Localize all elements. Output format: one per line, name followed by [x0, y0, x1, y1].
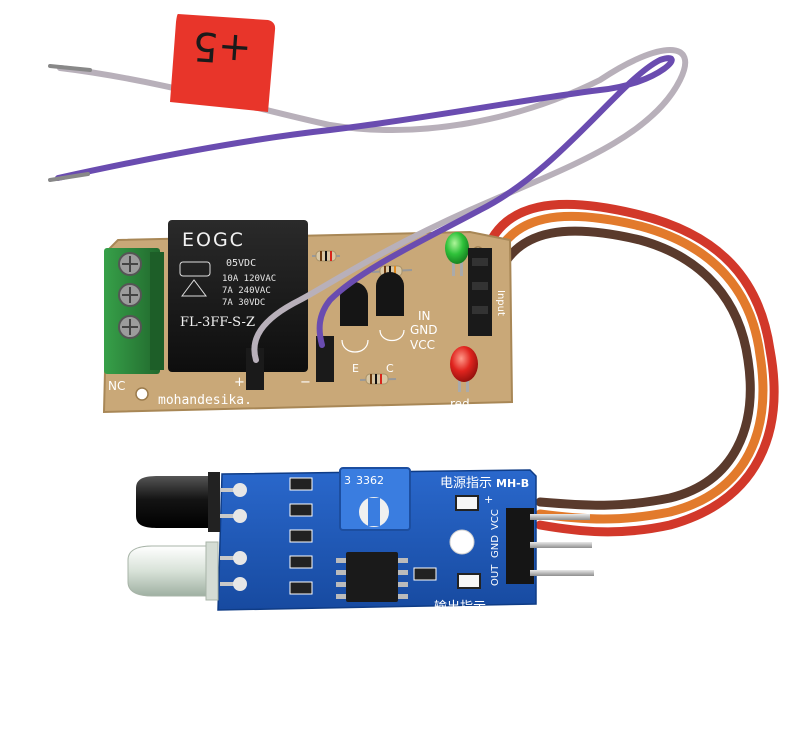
mounting-hole — [135, 387, 149, 401]
wire-red — [479, 199, 779, 537]
screw-terminal — [118, 315, 142, 339]
relay-component: EOGC 05VDC 10A 120VAC 7A 240VAC 7A 30VDC… — [168, 220, 308, 372]
relay-rating-2: 7A 240VAC — [222, 286, 271, 296]
loose-wires — [48, 47, 689, 363]
relay-brand: EOGC — [182, 229, 245, 251]
relay-model: FL-3FF-S-Z — [180, 315, 255, 330]
ir-receiver — [136, 472, 220, 532]
c-label: C — [386, 362, 394, 375]
relay-module: EOGC 05VDC 10A 120VAC 7A 240VAC 7A 30VDC… — [102, 220, 514, 414]
green-led — [445, 232, 469, 276]
ir-sensor-module: 3 3362 电源指示 输出指示 MH-B VCC GND OUT + — [127, 467, 594, 615]
sensor-pin-header — [506, 508, 594, 584]
output-indicator-label: 输出指示 — [434, 599, 486, 615]
relay-coil-voltage: 05VDC — [226, 258, 256, 269]
comparator-ic — [336, 552, 408, 602]
mounting-hole — [449, 529, 475, 555]
transistor — [340, 272, 405, 353]
wire-tip — [48, 64, 92, 72]
pin-label-vcc: VCC — [410, 338, 435, 352]
power-led — [455, 495, 479, 511]
screw-terminal-block — [104, 248, 164, 374]
minus-label: − — [300, 375, 311, 390]
plus-label: + — [234, 375, 245, 390]
model-label: MH-B — [496, 477, 529, 490]
ir-emitter — [127, 541, 219, 601]
input-header — [468, 248, 492, 336]
pot-digit: 3 — [344, 474, 351, 487]
resistor — [312, 250, 340, 262]
maker-label: mohandesika. — [158, 393, 252, 408]
wire-purple — [55, 55, 675, 348]
pin-label-out: OUT — [490, 564, 501, 586]
resistor — [359, 373, 397, 385]
smd-components — [289, 477, 437, 595]
screw-terminal — [118, 252, 142, 276]
e-label: E — [352, 362, 359, 375]
red-label: red — [450, 397, 470, 411]
ribbon-cable — [479, 199, 779, 537]
solder-pads — [233, 483, 247, 591]
pin-label-gnd: GND — [490, 535, 501, 558]
jumper — [246, 348, 264, 390]
plus-mark: + — [484, 493, 493, 506]
voltage-tag: +5 — [170, 14, 276, 112]
pin-label-gnd: GND — [410, 323, 438, 337]
wire-gray — [57, 47, 689, 363]
pin-label-vcc: VCC — [490, 509, 501, 530]
power-indicator-label: 电源指示 — [440, 476, 492, 491]
red-led — [450, 346, 478, 392]
output-led — [457, 573, 481, 589]
potentiometer: 3 3362 — [339, 467, 411, 531]
input-label: Input — [495, 290, 506, 316]
relay-rating-3: 7A 30VDC — [222, 298, 265, 308]
wire-orange — [487, 211, 768, 524]
wire-tip — [48, 172, 90, 182]
pin-label-in: IN — [418, 309, 431, 323]
relay-rating-1: 10A 120VAC — [222, 274, 276, 284]
tag-text: +5 — [191, 22, 253, 72]
wire-brown — [493, 226, 755, 510]
pot-label: 3362 — [356, 474, 384, 487]
nc-label: NC — [108, 379, 125, 393]
certification-icon — [179, 261, 211, 297]
screw-terminal — [118, 283, 142, 307]
